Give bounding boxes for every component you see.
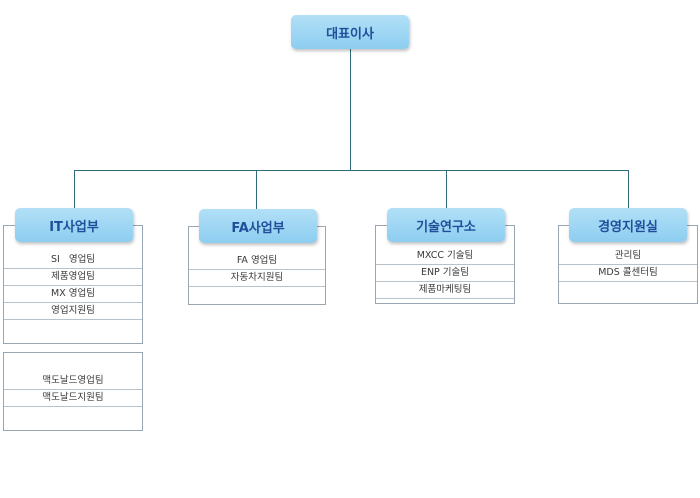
connector-mgmt — [628, 170, 629, 208]
team-row: 영업지원팀 — [4, 303, 142, 320]
node-ceo: 대표이사 — [291, 15, 409, 49]
team-row: 자동차지원팀 — [189, 270, 325, 287]
team-row: 제품영업팀 — [4, 269, 142, 286]
connector-fa — [256, 170, 257, 210]
connector-lab — [446, 170, 447, 208]
team-row: MX 영업팀 — [4, 286, 142, 303]
team-row: 관리팀 — [559, 248, 697, 265]
node-fa-division: FA사업부 — [199, 209, 317, 243]
node-ceo-label: 대표이사 — [326, 26, 374, 42]
node-management-support-label: 경영지원실 — [598, 219, 658, 235]
node-rnd-lab-label: 기술연구소 — [416, 219, 476, 235]
team-row: MDS 콜센터팀 — [559, 265, 697, 282]
team-row: FA 영업팀 — [189, 253, 325, 270]
connector-horizontal — [74, 170, 629, 171]
node-management-support: 경영지원실 — [569, 208, 687, 242]
node-rnd-lab: 기술연구소 — [387, 208, 505, 242]
connector-root-vertical — [350, 48, 351, 171]
connector-it — [74, 170, 75, 208]
panel-it-teams: SI 영업팀 제품영업팀 MX 영업팀 영업지원팀 — [3, 225, 143, 344]
team-row: 제품마케팅팀 — [376, 282, 514, 299]
team-row: 맥도날드지원팀 — [4, 390, 142, 407]
team-row: SI 영업팀 — [4, 252, 142, 269]
panel-it-teams-extra: 맥도날드영업팀 맥도날드지원팀 — [3, 352, 143, 431]
node-it-division: IT사업부 — [15, 208, 133, 242]
node-fa-division-label: FA사업부 — [231, 220, 285, 236]
team-row: MXCC 기술팀 — [376, 248, 514, 265]
team-row: ENP 기술팀 — [376, 265, 514, 282]
node-it-division-label: IT사업부 — [49, 219, 99, 235]
team-row: 맥도날드영업팀 — [4, 373, 142, 390]
